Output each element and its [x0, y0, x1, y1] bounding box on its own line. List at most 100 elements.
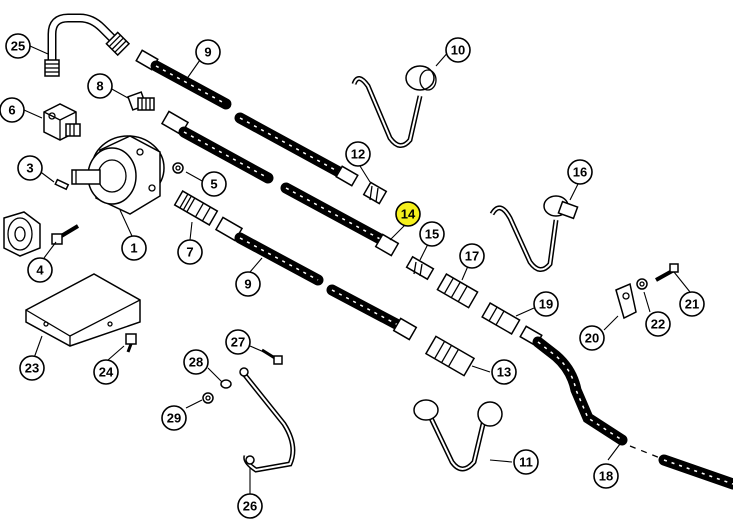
callout-number: 6 [8, 103, 15, 118]
callout-circle [201, 171, 227, 197]
callout-circle [567, 159, 593, 185]
callout-number: 23 [25, 361, 39, 376]
callout-circle [5, 33, 31, 59]
callout-number: 29 [167, 411, 181, 426]
callout-number: 13 [497, 365, 511, 380]
callout-number: 10 [451, 43, 465, 58]
part-15-fitting [405, 255, 435, 281]
callout-number: 16 [573, 165, 587, 180]
callout-18: 18 [593, 463, 619, 489]
callout-3: 3 [17, 155, 43, 181]
callout-number: 9 [244, 277, 251, 292]
callout-circle [533, 291, 559, 317]
callout-19: 19 [533, 291, 559, 317]
callout-circle [27, 257, 53, 283]
callout-circle [235, 271, 261, 297]
callout-circle [183, 349, 209, 375]
callout-10: 10 [445, 37, 471, 63]
callout-number: 24 [99, 365, 114, 380]
callout-circle [195, 39, 221, 65]
part-coupling [3, 211, 41, 257]
part-19-coupler [481, 302, 521, 335]
callout-21: 21 [679, 291, 705, 317]
part-12-fitting [362, 181, 388, 205]
callout-number: 27 [231, 335, 245, 350]
callout-12: 12 [345, 141, 371, 167]
callout-27: 27 [225, 329, 251, 355]
callout-circle [177, 239, 203, 265]
callout-16: 16 [567, 159, 593, 185]
callout-number: 8 [96, 79, 103, 94]
callout-circle [93, 359, 119, 385]
callout-9: 9 [235, 271, 261, 297]
part-25-bent-tube [44, 13, 131, 77]
part-9-lower-hose [214, 216, 418, 341]
callout-1: 1 [121, 235, 147, 261]
part-13-quick-coupler [424, 335, 476, 377]
callout-circle [645, 311, 671, 337]
callout-29: 29 [161, 405, 187, 431]
callout-circle [579, 325, 605, 351]
callout-number: 19 [539, 297, 553, 312]
callout-number: 4 [36, 263, 44, 278]
part-10-dust-cap [351, 65, 437, 148]
callout-circle [491, 359, 517, 385]
callout-circle [0, 97, 25, 123]
callout-circle [19, 355, 45, 381]
callout-circle [225, 329, 251, 355]
callout-20: 20 [579, 325, 605, 351]
callout-circle [87, 73, 113, 99]
part-28-washer [220, 379, 232, 389]
part-17-quick-coupler [436, 273, 479, 309]
part-27-bolt [261, 348, 283, 365]
callout-circle [459, 243, 485, 269]
callout-7: 7 [177, 239, 203, 265]
callout-number: 25 [11, 39, 25, 54]
callout-13: 13 [491, 359, 517, 385]
callout-circle [419, 221, 445, 247]
callout-number: 7 [186, 245, 193, 260]
callout-25: 25 [5, 33, 31, 59]
callout-24: 24 [93, 359, 119, 385]
part-4-bolt [51, 224, 80, 245]
callout-28: 28 [183, 349, 209, 375]
callout-number: 18 [599, 469, 613, 484]
callout-number: 26 [243, 499, 257, 514]
callout-number: 1 [130, 241, 137, 256]
callout-circle [679, 291, 705, 317]
callout-circle [17, 155, 43, 181]
part-24-screw [125, 333, 137, 353]
callout-circle [161, 405, 187, 431]
callout-circle [237, 493, 263, 519]
callout-11: 11 [513, 449, 539, 475]
callout-23: 23 [19, 355, 45, 381]
part-7-adapter [173, 190, 219, 226]
callout-number: 20 [585, 331, 599, 346]
callout-26: 26 [237, 493, 263, 519]
callout-15: 15 [419, 221, 445, 247]
part-6-block-fitting [43, 103, 81, 141]
callout-number: 3 [26, 161, 33, 176]
part-1-hydraulic-pump [71, 135, 165, 215]
callout-number: 21 [685, 297, 699, 312]
part-14-middle-hose [160, 110, 400, 257]
part-26-bracket-strap [239, 367, 296, 473]
callout-22: 22 [645, 311, 671, 337]
part-16-dust-cap [489, 195, 579, 272]
part-23-cover-plate [25, 273, 141, 347]
callout-circle [445, 37, 471, 63]
callout-8: 8 [87, 73, 113, 99]
callout-circle [593, 463, 619, 489]
callout-number: 12 [351, 147, 365, 162]
callout-number: 9 [204, 45, 211, 60]
callout-5: 5 [201, 171, 227, 197]
callout-number: 14 [401, 207, 416, 222]
callout-circle [395, 201, 421, 227]
callout-circle [121, 235, 147, 261]
callout-17: 17 [459, 243, 485, 269]
part-9-upper-hose [135, 49, 359, 187]
part-5-nut [172, 162, 184, 174]
callout-14: 14 [395, 201, 421, 227]
